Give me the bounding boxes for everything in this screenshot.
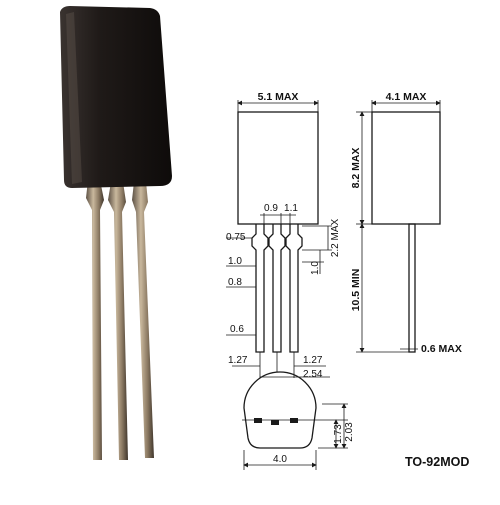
front-pitch-small2-label: 1.1	[284, 203, 298, 214]
side-depth-label: 4.1 MAX	[386, 91, 427, 103]
body-highlight	[66, 12, 82, 184]
bottom-width-label: 4.0	[273, 454, 287, 465]
bottom-depth-inner-label: 1.73	[333, 424, 344, 444]
front-body-outline	[237, 111, 319, 225]
front-shoulder-label: 0.75	[226, 232, 246, 243]
transistor-body	[60, 6, 172, 188]
front-offset-left-label: 1.27	[228, 355, 248, 366]
front-lead-width-2-label: 0.8	[228, 277, 242, 288]
front-view: 5.1 MAX 0.9 1.1 0.75 1.0 0.8 0.6 2.2 MAX	[226, 91, 341, 380]
bottom-pin-right	[290, 418, 298, 423]
bottom-pin-left	[254, 418, 262, 423]
front-lead-thickness-label: 0.6	[230, 324, 244, 335]
bottom-depth-outer-label: 2.03	[344, 422, 355, 442]
front-step-height-label: 2.2 MAX	[330, 219, 341, 258]
bottom-outline	[243, 371, 317, 449]
package-name: TO-92MOD	[405, 455, 469, 469]
front-offset-right-label: 1.27	[303, 355, 323, 366]
front-width-label: 5.1 MAX	[258, 91, 299, 103]
front-lead-width-1-label: 1.0	[228, 256, 242, 267]
side-lead-thickness-label: 0.6 MAX	[421, 343, 462, 355]
front-step-inner-label: 1.0	[310, 261, 321, 275]
bottom-view: 4.0 1.73 2.03	[242, 371, 355, 470]
side-height-label: 8.2 MAX	[350, 148, 362, 189]
lead-left	[86, 180, 104, 460]
front-pitch-small-label: 0.9	[264, 203, 278, 214]
side-view: 4.1 MAX 8.2 MAX 10.5 MIN 0.6 MAX	[350, 91, 462, 355]
side-lead	[408, 223, 416, 353]
lead-middle	[108, 182, 128, 460]
front-leads	[251, 224, 303, 353]
transistor-photo	[60, 6, 172, 460]
front-pitch-label: 2.54	[303, 369, 323, 380]
bottom-pin-middle	[271, 420, 279, 425]
side-lead-length-label: 10.5 MIN	[350, 269, 362, 312]
transistor-leads	[86, 180, 154, 460]
side-body-outline	[371, 111, 441, 225]
lead-right	[132, 182, 154, 458]
